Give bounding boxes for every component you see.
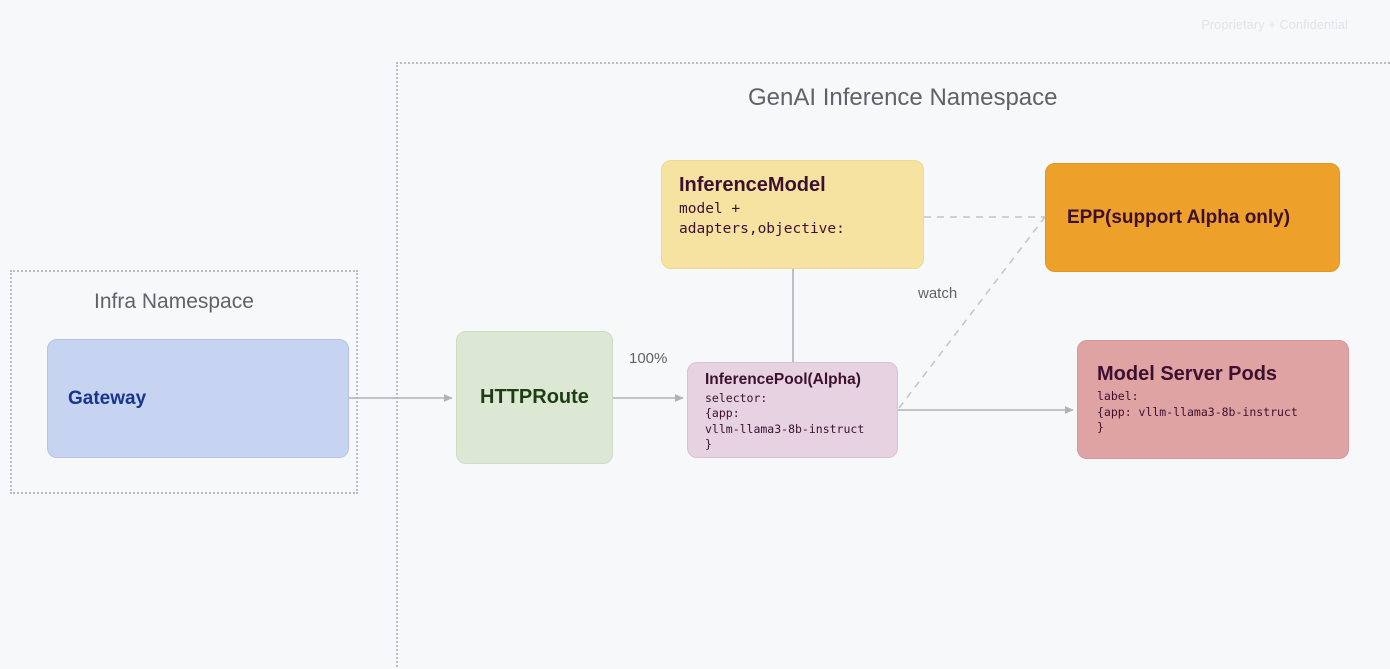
edge-label-traffic-weight: 100%	[629, 350, 668, 367]
node-httproute-title: HTTPRoute	[480, 386, 589, 408]
node-gateway-title: Gateway	[68, 387, 147, 409]
node-inferencemodel[interactable]: InferenceModel model + adapters,objectiv…	[661, 160, 924, 269]
node-epp[interactable]: EPP(support Alpha only)	[1045, 163, 1340, 272]
node-inferencemodel-title: InferenceModel	[679, 174, 826, 196]
node-epp-title: EPP(support Alpha only)	[1067, 206, 1291, 228]
node-httproute[interactable]: HTTPRoute	[456, 331, 613, 464]
node-model-server-pods-title: Model Server Pods	[1097, 363, 1278, 385]
infra-namespace-container	[10, 270, 358, 494]
node-inferencepool-title: InferencePool(Alpha)	[705, 371, 861, 388]
node-inferencepool[interactable]: InferencePool(Alpha) selector: {app: vll…	[687, 362, 898, 458]
genai-namespace-container	[396, 62, 1390, 669]
node-model-server-pods[interactable]: Model Server Pods label: {app: vllm-llam…	[1077, 340, 1349, 459]
genai-namespace-title: GenAI Inference Namespace	[748, 84, 1058, 111]
edge-label-watch: watch	[918, 285, 958, 302]
infra-namespace-title: Infra Namespace	[94, 290, 254, 313]
node-model-server-pods-body: label: {app: vllm-llama3-8b-instruct }	[1097, 389, 1298, 435]
node-gateway[interactable]: Gateway	[47, 339, 349, 458]
watermark-label: Proprietary + Confidential	[1201, 18, 1348, 32]
node-inferencemodel-body: model + adapters,objective:	[679, 201, 845, 237]
node-inferencepool-body: selector: {app: vllm-llama3-8b-instruct …	[705, 390, 865, 452]
